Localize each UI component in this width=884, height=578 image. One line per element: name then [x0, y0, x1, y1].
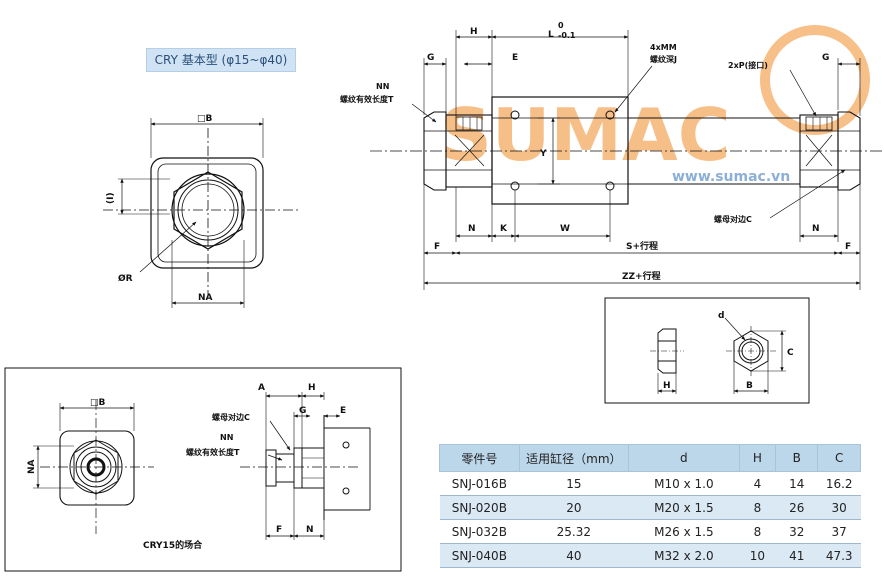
cell-h: 8: [739, 519, 776, 544]
cell-part-number: SNJ-032B: [439, 519, 520, 544]
side-n-right-label: N: [812, 224, 820, 234]
nut-d-label: d: [718, 311, 724, 321]
watermark-brand: SUMAC: [440, 93, 731, 177]
col-part-number-header: 零件号: [439, 444, 520, 472]
side-j-label: 螺纹深J: [650, 54, 677, 64]
table-header-row: 零件号 适用缸径（mm） d H B C: [439, 444, 861, 472]
side-nn-label: NN: [376, 82, 389, 91]
cry15-b-label: □B: [90, 398, 106, 408]
cry15-e-label: E: [340, 406, 346, 416]
cell-c: 30: [817, 495, 861, 520]
cell-d: M20 x 1.5: [628, 495, 740, 520]
cell-bore: 25.32: [519, 519, 629, 544]
cell-part-number: SNJ-016B: [439, 471, 520, 496]
cry15-na-label: NA: [27, 459, 37, 474]
side-g-left-label: G: [427, 53, 434, 63]
cell-bore: 40: [519, 543, 629, 568]
nut-spec-table: 零件号 适用缸径（mm） d H B C SNJ-016B 15 M10 x 1…: [439, 444, 861, 568]
side-h-label: H: [470, 27, 478, 37]
cell-c: 37: [817, 519, 861, 544]
table-row: SNJ-020B 20 M20 x 1.5 8 26 30: [439, 495, 861, 520]
cry15-nn-label: NN: [220, 433, 233, 442]
cell-b: 41: [775, 543, 818, 568]
nut-c-label: C: [787, 348, 794, 358]
cell-c: 47.3: [817, 543, 861, 568]
watermark-url: www.sumac.vn: [672, 169, 790, 185]
front-view: [103, 118, 298, 308]
side-f-right-label: F: [845, 242, 851, 252]
cry15-t-label: 螺纹有效长度T: [186, 447, 240, 457]
col-d-header: d: [628, 444, 740, 472]
side-t-label: 螺纹有效长度T: [340, 94, 394, 104]
cell-c: 16.2: [817, 471, 861, 496]
cry15-n-label: N: [306, 525, 314, 535]
nut-h-label: H: [663, 381, 671, 391]
side-l-lower-tolerance: -0.1: [558, 31, 576, 40]
front-b-label: □B: [197, 114, 213, 124]
cry15-a-label: A: [258, 383, 265, 393]
watermark: SUMAC www.sumac.vn: [440, 25, 870, 185]
cell-part-number: SNJ-040B: [439, 543, 520, 568]
cell-h: 10: [739, 543, 776, 568]
front-r-label: ØR: [118, 273, 133, 284]
table-row: SNJ-016B 15 M10 x 1.0 4 14 16.2: [439, 471, 861, 496]
side-n-left-label: N: [468, 224, 476, 234]
cell-h: 8: [739, 495, 776, 520]
cry15-detail: [4, 367, 402, 572]
cry15-c-label: 螺母对边C: [212, 412, 250, 422]
cry15-caption: CRY15的场合: [143, 539, 203, 551]
cell-part-number: SNJ-020B: [439, 495, 520, 520]
cry15-g-label: G: [299, 406, 306, 416]
cry15-h-label: H: [308, 383, 316, 393]
cell-d: M26 x 1.5: [628, 519, 740, 544]
cell-bore: 15: [519, 471, 629, 496]
nut-detail: [604, 297, 810, 404]
side-mm-label: 4xMM: [650, 43, 677, 52]
side-l-upper-tolerance: 0: [558, 21, 564, 30]
cell-b: 32: [775, 519, 818, 544]
table-row: SNJ-040B 40 M32 x 2.0 10 41 47.3: [439, 543, 861, 568]
side-w-label: W: [560, 224, 570, 234]
cell-bore: 20: [519, 495, 629, 520]
table-row: SNJ-032B 25.32 M26 x 1.5 8 32 37: [439, 519, 861, 544]
model-title-tag: CRY 基本型 (φ15~φ40): [146, 48, 296, 72]
col-bore-header: 适用缸径（mm）: [518, 444, 630, 472]
col-h-header: H: [738, 444, 777, 472]
side-c-label: 螺母对边C: [714, 214, 752, 224]
side-k-label: K: [500, 224, 508, 234]
cell-d: M32 x 2.0: [628, 543, 740, 568]
front-na-label: NA: [198, 293, 213, 303]
side-view: [370, 30, 884, 290]
side-s-label: S+行程: [626, 240, 658, 252]
col-c-header: C: [817, 444, 861, 472]
front-i-label: (I): [106, 192, 116, 204]
side-y-label: Y: [539, 149, 547, 159]
cry15-f-label: F: [276, 525, 282, 535]
side-zz-label: ZZ+行程: [622, 270, 661, 282]
cell-d: M10 x 1.0: [628, 471, 740, 496]
side-l-label: L: [548, 30, 554, 40]
side-e-label: E: [512, 53, 518, 63]
side-g-right-label: G: [822, 53, 829, 63]
nut-b-label: B: [746, 381, 753, 391]
col-b-header: B: [775, 444, 819, 472]
cell-b: 26: [775, 495, 818, 520]
side-p-label: 2xP(接口): [728, 60, 768, 70]
side-f-left-label: F: [434, 242, 440, 252]
cell-h: 4: [739, 471, 776, 496]
cell-b: 14: [775, 471, 818, 496]
